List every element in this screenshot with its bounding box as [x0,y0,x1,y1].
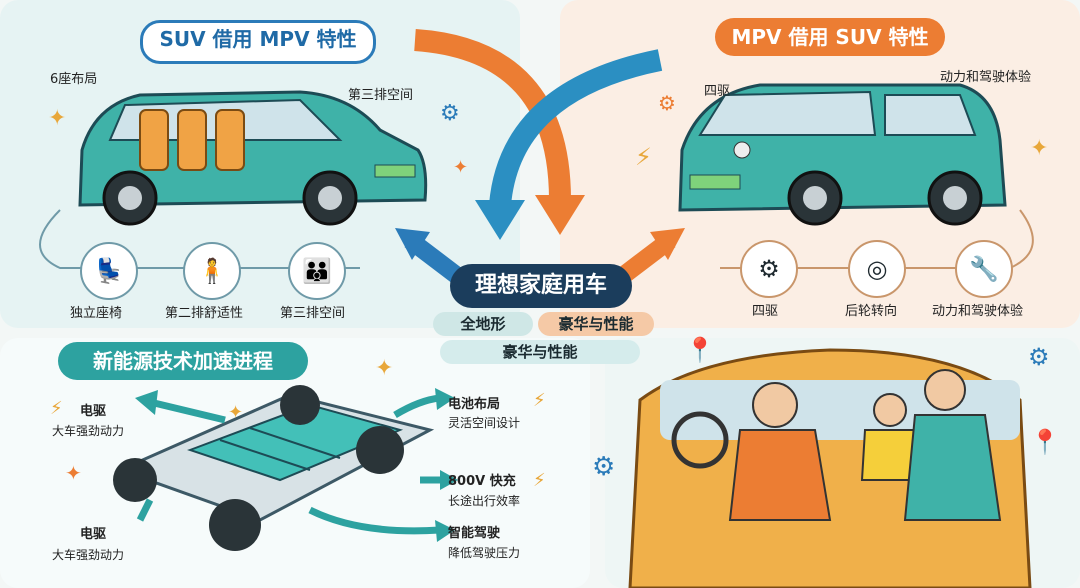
suv-section-title: SUV 借用 MPV 特性 [140,20,376,64]
car-label-awd: 四驱 [704,84,731,99]
car-label-third-row: 第三排空间 [348,88,414,103]
tag-luxury-performance-2: 豪华与性能 [440,340,640,364]
gear-icon: ⚙ [1028,343,1050,371]
sparkle-icon: ✦ [1030,136,1048,161]
tag-all-terrain: 全地形 [433,312,533,336]
feature-label: 四驱 [752,304,779,319]
center-title: 理想家庭用车 [450,264,632,308]
gear-icon: ⚙ [592,452,615,482]
lightning-icon: ⚡ [533,470,546,491]
tag-luxury-performance: 豪华与性能 [538,312,654,336]
ev-chassis-illustration [113,385,435,551]
car-label-six-seat: 6座布局 [50,72,98,87]
sparkle-icon: ✦ [228,402,243,423]
gear-icon: ⚙ [440,101,460,126]
feature-label: 独立座椅 [70,306,123,321]
feature-label: 后轮转向 [845,304,898,319]
nev-item-title: 电驱 [80,404,107,419]
sparkle-icon: ✦ [375,356,393,381]
lightning-icon: ⚡ [635,143,652,171]
nev-item-title: 智能驾驶 [448,526,501,541]
nev-item-title: 电驱 [80,527,107,542]
suspension-tools-icon: 🔧 [955,240,1013,298]
sparkle-icon: ✦ [453,157,468,178]
steering-wheel-icon: ◎ [848,240,906,298]
location-pin-icon: 📍 [1030,428,1060,456]
feature-label: 动力和驾驶体验 [932,304,1024,319]
nev-item-desc: 大车强劲动力 [52,424,125,438]
location-pin-icon: 📍 [685,336,715,364]
arrow-blue-down [489,49,663,207]
feature-label: 第二排舒适性 [165,306,244,321]
lightning-icon: ⚡ [533,390,546,411]
sparkle-icon: ✦ [48,106,66,131]
nev-item-title: 电池布局 [448,397,501,412]
nev-item-desc: 大车强劲动力 [52,548,125,562]
nev-item-desc: 灵活空间设计 [448,416,521,430]
feature-label: 第三排空间 [280,306,346,321]
nev-item-title: 800V 快充 [448,474,516,489]
family-scene-illustration [628,348,1032,588]
sparkle-icon: ✦ [65,461,82,485]
gear-icon: ⚙ [658,91,676,115]
suv-car-illustration [78,90,428,226]
awd-drivetrain-icon: ⚙ [740,240,798,298]
car-label-driving: 动力和驾驶体验 [940,70,1032,85]
mpv-section-title: MPV 借用 SUV 特性 [715,18,945,56]
seat-icon: 💺 [80,242,138,300]
mpv-car-illustration [678,83,1007,226]
passenger-comfort-icon: 🧍 [183,242,241,300]
arrow-orange-down [414,29,571,201]
nev-section-title: 新能源技术加速进程 [58,342,308,380]
lightning-icon: ⚡ [50,398,63,419]
family-group-icon: 👪 [288,242,346,300]
nev-item-desc: 降低驾驶压力 [448,546,521,560]
nev-item-desc: 长途出行效率 [448,494,521,508]
